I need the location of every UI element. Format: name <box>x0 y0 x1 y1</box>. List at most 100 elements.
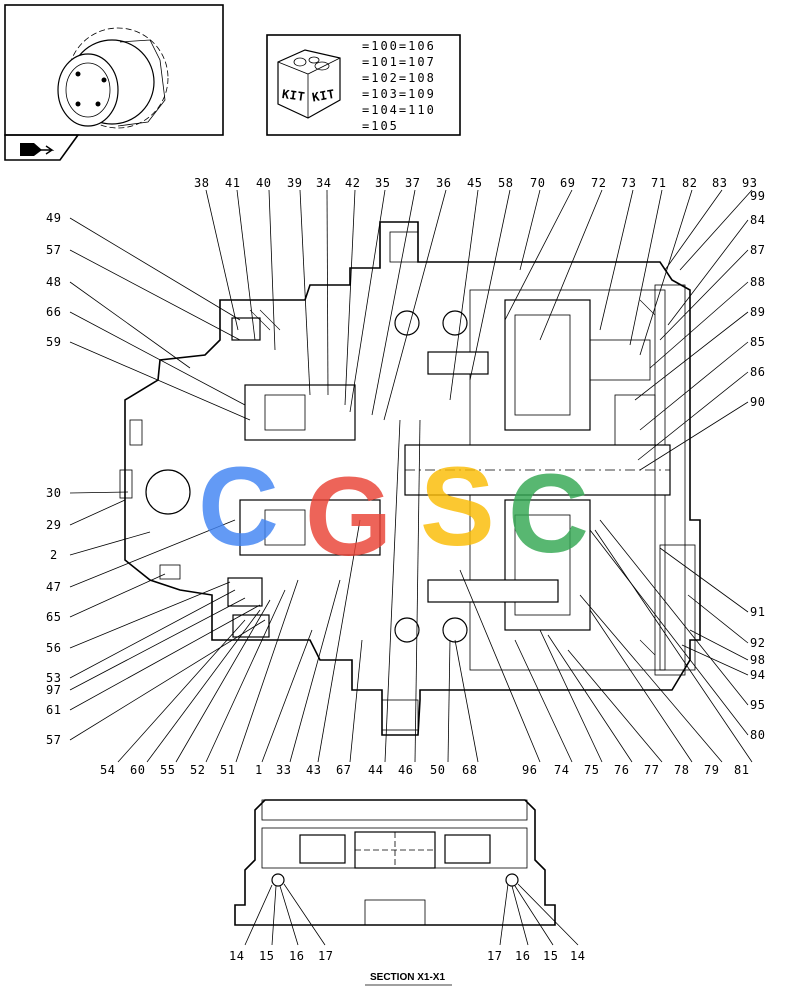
section-title: SECTION X1-X1 <box>370 972 445 983</box>
callout-label[interactable]: 85 <box>750 335 765 349</box>
callout-label[interactable]: 55 <box>160 763 175 777</box>
callout-label[interactable]: 50 <box>430 763 445 777</box>
callout-label[interactable]: 46 <box>398 763 413 777</box>
callout-label[interactable]: 78 <box>674 763 689 777</box>
callout-label[interactable]: 41 <box>225 176 240 190</box>
callout-label[interactable]: 90 <box>750 395 765 409</box>
callout-label[interactable]: 84 <box>750 213 765 227</box>
callout-label[interactable]: 43 <box>306 763 321 777</box>
kit-line: =103=109 <box>362 87 436 101</box>
kit-box-icon: KIT KIT <box>277 49 341 119</box>
watermark-letter: C <box>508 451 589 576</box>
callout-label[interactable]: 89 <box>750 305 765 319</box>
callout-label[interactable]: 52 <box>190 763 205 777</box>
callout-label[interactable]: 82 <box>682 176 697 190</box>
callout-label[interactable]: 36 <box>436 176 451 190</box>
callout-label[interactable]: 60 <box>130 763 145 777</box>
callout-label[interactable]: 15 <box>259 949 274 963</box>
callout-label[interactable]: 2 <box>50 548 58 562</box>
kit-line: =102=108 <box>362 71 436 85</box>
callout-label[interactable]: 17 <box>487 949 502 963</box>
callout-label[interactable]: 56 <box>46 641 61 655</box>
callout-label[interactable]: 74 <box>554 763 569 777</box>
callout-label[interactable]: 40 <box>256 176 271 190</box>
callout-label[interactable]: 16 <box>289 949 304 963</box>
callout-label[interactable]: 58 <box>498 176 513 190</box>
callout-label[interactable]: 75 <box>584 763 599 777</box>
callout-label[interactable]: 15 <box>543 949 558 963</box>
callout-label[interactable]: 59 <box>46 335 61 349</box>
callout-label[interactable]: 69 <box>560 176 575 190</box>
callout-label[interactable]: 66 <box>46 305 61 319</box>
callout-label[interactable]: 67 <box>336 763 351 777</box>
thumbnail-panel[interactable] <box>4 4 224 161</box>
callout-label[interactable]: 17 <box>318 949 333 963</box>
leader-lines <box>69 189 753 763</box>
callout-label[interactable]: 79 <box>704 763 719 777</box>
callout-label[interactable]: 54 <box>100 763 115 777</box>
callout-label[interactable]: 77 <box>644 763 659 777</box>
callout-label[interactable]: 44 <box>368 763 383 777</box>
callout-label[interactable]: 51 <box>220 763 235 777</box>
main-cross-section <box>119 221 701 736</box>
callout-label[interactable]: 88 <box>750 275 765 289</box>
callout-label[interactable]: 92 <box>750 636 765 650</box>
callout-label[interactable]: 80 <box>750 728 765 742</box>
callout-label[interactable]: 37 <box>405 176 420 190</box>
callout-label[interactable]: 72 <box>591 176 606 190</box>
watermark-letter: G <box>305 454 392 579</box>
kit-label-left: KIT <box>281 87 306 104</box>
callout-label[interactable]: 87 <box>750 243 765 257</box>
callouts-section-left: 14 15 16 17 <box>229 949 333 963</box>
callout-label[interactable]: 95 <box>750 698 765 712</box>
callout-label[interactable]: 68 <box>462 763 477 777</box>
callout-label[interactable]: 94 <box>750 668 765 682</box>
callout-label[interactable]: 57 <box>46 243 61 257</box>
kit-box: KIT KIT =100=106 =101=107 =102=108 =103=… <box>266 34 461 136</box>
callout-label[interactable]: 81 <box>734 763 749 777</box>
callout-label[interactable]: 73 <box>621 176 636 190</box>
callout-label[interactable]: 97 <box>46 683 61 697</box>
callout-label[interactable]: 91 <box>750 605 765 619</box>
callout-label[interactable]: 49 <box>46 211 61 225</box>
callout-label[interactable]: 30 <box>46 486 61 500</box>
callout-label[interactable]: 76 <box>614 763 629 777</box>
callout-label[interactable]: 57 <box>46 733 61 747</box>
callout-label[interactable]: 16 <box>515 949 530 963</box>
callout-label[interactable]: 42 <box>345 176 360 190</box>
callout-label[interactable]: 98 <box>750 653 765 667</box>
back-arrow-icon[interactable] <box>20 143 55 156</box>
callouts-left: 49 57 48 66 59 30 29 2 47 65 56 53 97 61… <box>46 211 61 747</box>
callout-label[interactable]: 61 <box>46 703 61 717</box>
callout-label[interactable]: 65 <box>46 610 61 624</box>
callout-label[interactable]: 48 <box>46 275 61 289</box>
callout-label[interactable]: 71 <box>651 176 666 190</box>
kit-line: =101=107 <box>362 55 436 69</box>
callout-label[interactable]: 96 <box>522 763 537 777</box>
callout-label[interactable]: 29 <box>46 518 61 532</box>
callout-label[interactable]: 14 <box>570 949 585 963</box>
callout-label[interactable]: 14 <box>229 949 244 963</box>
callout-label[interactable]: 53 <box>46 671 61 685</box>
callout-label[interactable]: 83 <box>712 176 727 190</box>
watermark-letter: S <box>420 444 495 569</box>
motor-thumbnail-image <box>57 27 169 129</box>
callout-label[interactable]: 33 <box>276 763 291 777</box>
callout-label[interactable]: 99 <box>750 189 765 203</box>
kit-label-right: KIT <box>311 87 336 105</box>
callout-label[interactable]: 39 <box>287 176 302 190</box>
callout-label[interactable]: 35 <box>375 176 390 190</box>
callout-label[interactable]: 47 <box>46 580 61 594</box>
watermark-letter: C <box>198 444 279 569</box>
kit-line: =105 <box>362 119 399 133</box>
callout-label[interactable]: 70 <box>530 176 545 190</box>
callout-label[interactable]: 38 <box>194 176 209 190</box>
callout-label[interactable]: 34 <box>316 176 331 190</box>
callouts-right: 99 84 87 88 89 85 86 90 91 92 98 94 95 8… <box>750 189 765 742</box>
callout-label[interactable]: 45 <box>467 176 482 190</box>
callout-label[interactable]: 86 <box>750 365 765 379</box>
callouts-top: 38 41 40 39 34 42 35 37 36 45 58 70 69 7… <box>194 176 757 190</box>
callout-label[interactable]: 93 <box>742 176 757 190</box>
callout-label[interactable]: 1 <box>255 763 263 777</box>
